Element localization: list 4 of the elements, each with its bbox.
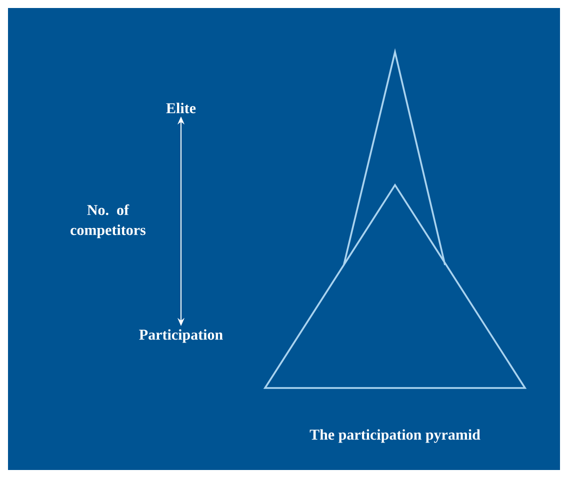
caption: The participation pyramid — [310, 429, 480, 443]
scale-label: Participation — [139, 329, 223, 343]
scale-label: Elite — [166, 102, 196, 114]
edge-label: No. of competitors — [70, 204, 146, 238]
